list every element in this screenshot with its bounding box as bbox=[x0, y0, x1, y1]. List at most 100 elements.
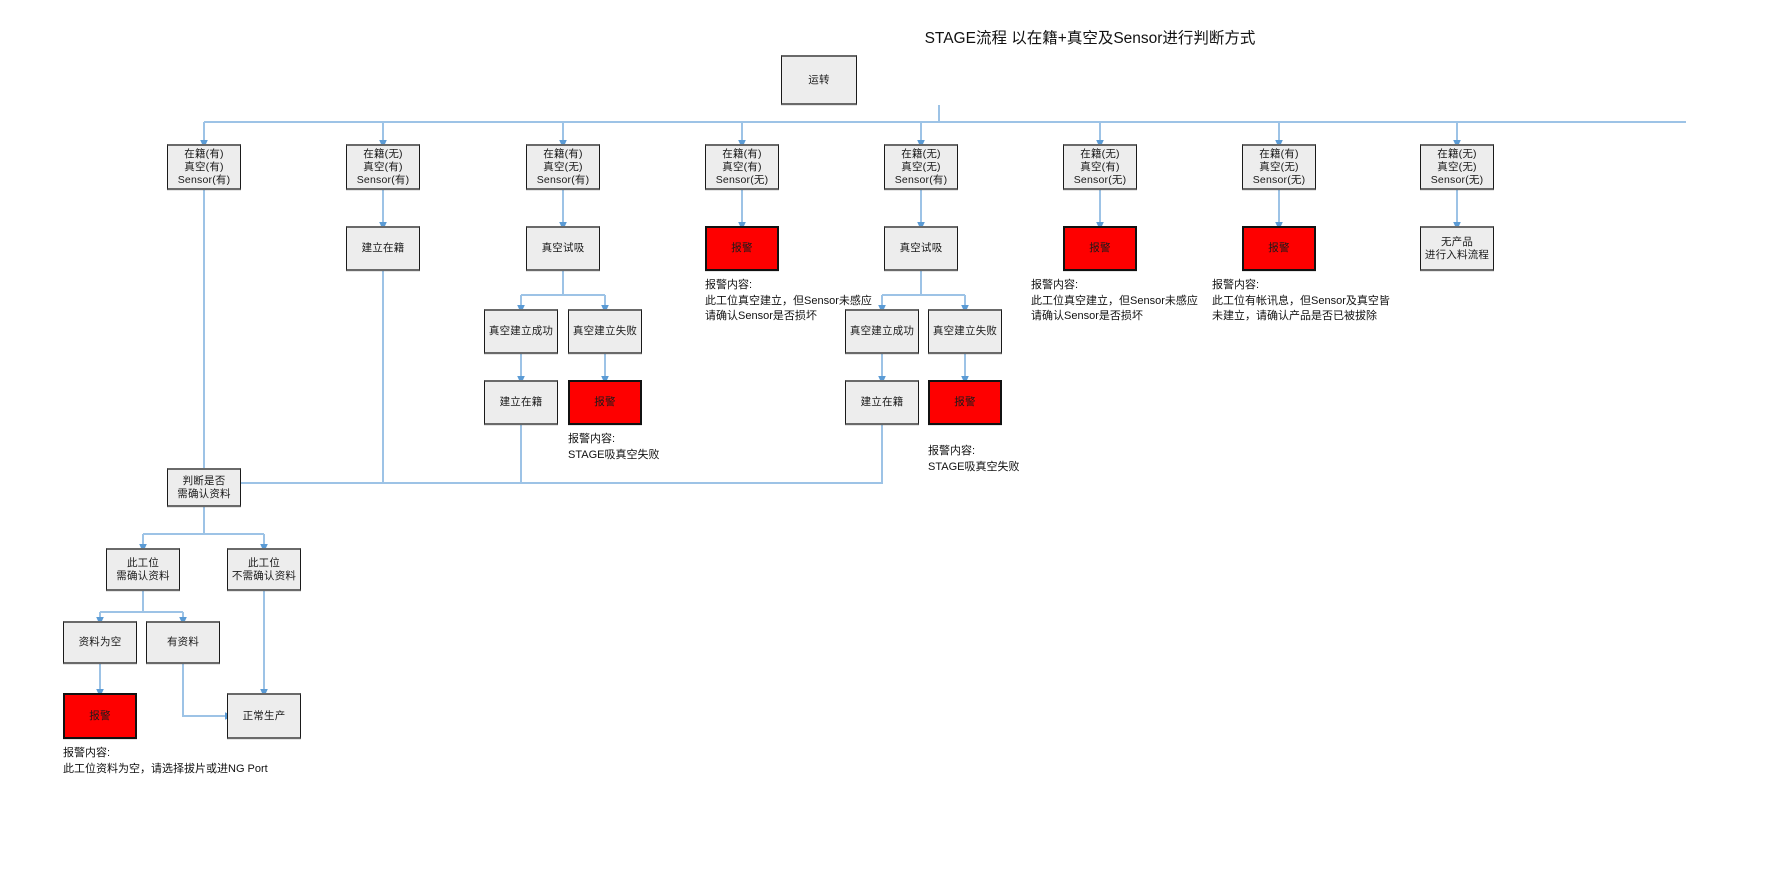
node-vacuum-test-col5[interactable]: 真空试吸 bbox=[884, 226, 958, 271]
node-label-line2: 需确认资料 bbox=[116, 569, 170, 582]
note-line1: 报警内容: bbox=[568, 433, 616, 445]
note-alarm-col5-fail: 报警内容: STAGE吸真空失败 bbox=[928, 444, 1019, 475]
node-vacuum-fail-col5[interactable]: 真空建立失败 bbox=[928, 309, 1002, 354]
node-alarm-col4[interactable]: 报警 bbox=[705, 226, 779, 271]
node-label: 资料为空 bbox=[78, 636, 122, 648]
condition-line-2: 真空(有) bbox=[722, 160, 762, 173]
node-alarm-col3-fail[interactable]: 报警 bbox=[568, 380, 642, 425]
note-line1: 报警内容: bbox=[928, 445, 976, 457]
note-line1: 报警内容: bbox=[705, 279, 753, 291]
node-label: 真空建立失败 bbox=[932, 325, 998, 337]
node-has-data[interactable]: 有资料 bbox=[146, 621, 220, 664]
node-vacuum-success-col5[interactable]: 真空建立成功 bbox=[845, 309, 919, 354]
condition-line-2: 真空(有) bbox=[363, 160, 403, 173]
note-line1: 报警内容: bbox=[1031, 279, 1079, 291]
node-condition-3[interactable]: 在籍(有) 真空(无) Sensor(有) bbox=[526, 144, 600, 190]
node-condition-5[interactable]: 在籍(无) 真空(无) Sensor(有) bbox=[884, 144, 958, 190]
note-alarm-col7: 报警内容: 此工位有帐讯息，但Sensor及真空皆 未建立，请确认产品是否已被拔… bbox=[1212, 278, 1390, 325]
node-data-empty[interactable]: 资料为空 bbox=[63, 621, 137, 664]
note-line2: 此工位有帐讯息，但Sensor及真空皆 bbox=[1212, 294, 1390, 307]
condition-line-3: Sensor(无) bbox=[1430, 173, 1484, 186]
node-label-line1: 此工位 bbox=[126, 556, 160, 569]
node-label: 正常生产 bbox=[242, 709, 286, 722]
node-alarm-col6[interactable]: 报警 bbox=[1063, 226, 1137, 271]
node-label: 运转 bbox=[808, 73, 830, 86]
node-label: 建立在籍 bbox=[499, 396, 543, 408]
node-alarm-col5-fail[interactable]: 报警 bbox=[928, 380, 1002, 425]
node-label-line2: 不需确认资料 bbox=[231, 569, 297, 582]
node-need-confirm-data[interactable]: 此工位 需确认资料 bbox=[106, 548, 180, 591]
node-condition-2[interactable]: 在籍(无) 真空(有) Sensor(有) bbox=[346, 144, 420, 190]
node-label: 报警 bbox=[1089, 242, 1111, 254]
condition-line-1: 在籍(有) bbox=[722, 147, 762, 160]
node-no-product-col8[interactable]: 无产品 进行入料流程 bbox=[1420, 226, 1494, 271]
note-line3: 请确认Sensor是否损坏 bbox=[705, 310, 817, 322]
node-vacuum-fail-col3[interactable]: 真空建立失败 bbox=[568, 309, 642, 354]
node-decision-confirm-data[interactable]: 判断是否 需确认资料 bbox=[167, 468, 241, 507]
diagram-title: STAGE流程 以在籍+真空及Sensor进行判断方式 bbox=[820, 28, 1360, 50]
node-alarm-bottom[interactable]: 报警 bbox=[63, 693, 137, 739]
node-vacuum-success-col3[interactable]: 真空建立成功 bbox=[484, 309, 558, 354]
node-root-operation[interactable]: 运转 bbox=[781, 55, 857, 105]
node-label: 报警 bbox=[594, 396, 616, 408]
note-alarm-bottom: 报警内容: 此工位资料为空，请选择拔片或进NG Port bbox=[63, 746, 268, 777]
condition-line-1: 在籍(无) bbox=[1437, 147, 1477, 160]
node-label: 报警 bbox=[954, 396, 976, 408]
node-no-need-confirm-data[interactable]: 此工位 不需确认资料 bbox=[227, 548, 301, 591]
condition-line-2: 真空(无) bbox=[1259, 160, 1299, 173]
node-establish-registration-col5[interactable]: 建立在籍 bbox=[845, 380, 919, 425]
node-label: 建立在籍 bbox=[361, 242, 405, 254]
condition-line-3: Sensor(有) bbox=[894, 173, 948, 186]
condition-line-3: Sensor(有) bbox=[177, 173, 231, 186]
condition-line-1: 在籍(有) bbox=[543, 147, 583, 160]
condition-line-3: Sensor(有) bbox=[356, 173, 410, 186]
condition-line-3: Sensor(无) bbox=[1252, 173, 1306, 186]
node-label: 报警 bbox=[731, 242, 753, 254]
note-alarm-col6: 报警内容: 此工位真空建立，但Sensor未感应 请确认Sensor是否损坏 bbox=[1031, 278, 1198, 325]
condition-line-2: 真空(有) bbox=[184, 160, 224, 173]
diagram-title-line2: 以在籍+真空及Sensor进行判断方式 bbox=[1011, 30, 1256, 47]
condition-line-1: 在籍(有) bbox=[184, 147, 224, 160]
condition-line-3: Sensor(有) bbox=[536, 173, 590, 186]
note-line2: STAGE吸真空失败 bbox=[928, 460, 1020, 473]
note-line2: STAGE吸真空失败 bbox=[568, 448, 660, 461]
node-alarm-col7[interactable]: 报警 bbox=[1242, 226, 1316, 271]
note-alarm-col4: 报警内容: 此工位真空建立，但Sensor未感应 请确认Sensor是否损坏 bbox=[705, 278, 872, 325]
node-condition-7[interactable]: 在籍(有) 真空(无) Sensor(无) bbox=[1242, 144, 1316, 190]
node-normal-production[interactable]: 正常生产 bbox=[227, 693, 301, 739]
node-establish-registration-col3[interactable]: 建立在籍 bbox=[484, 380, 558, 425]
node-label: 有资料 bbox=[166, 636, 200, 648]
condition-line-3: Sensor(无) bbox=[715, 173, 769, 186]
note-line3: 未建立，请确认产品是否已被拔除 bbox=[1212, 310, 1377, 322]
node-label: 真空试吸 bbox=[899, 242, 943, 254]
note-line2: 此工位真空建立，但Sensor未感应 bbox=[705, 294, 872, 307]
condition-line-2: 真空(有) bbox=[1080, 160, 1120, 173]
node-label-line1: 此工位 bbox=[247, 556, 281, 569]
node-condition-6[interactable]: 在籍(无) 真空(有) Sensor(无) bbox=[1063, 144, 1137, 190]
node-condition-1[interactable]: 在籍(有) 真空(有) Sensor(有) bbox=[167, 144, 241, 190]
note-line1: 报警内容: bbox=[63, 747, 111, 759]
condition-line-3: Sensor(无) bbox=[1073, 173, 1127, 186]
node-label: 真空建立成功 bbox=[488, 325, 554, 337]
node-label: 建立在籍 bbox=[860, 396, 904, 408]
node-vacuum-test-col3[interactable]: 真空试吸 bbox=[526, 226, 600, 271]
condition-line-2: 真空(无) bbox=[1437, 160, 1477, 173]
node-condition-4[interactable]: 在籍(有) 真空(有) Sensor(无) bbox=[705, 144, 779, 190]
condition-line-2: 真空(无) bbox=[543, 160, 583, 173]
node-condition-8[interactable]: 在籍(无) 真空(无) Sensor(无) bbox=[1420, 144, 1494, 190]
node-label: 报警 bbox=[89, 709, 111, 722]
node-label: 真空建立成功 bbox=[849, 325, 915, 337]
condition-line-2: 真空(无) bbox=[901, 160, 941, 173]
node-label: 真空试吸 bbox=[541, 242, 585, 254]
note-line3: 请确认Sensor是否损坏 bbox=[1031, 310, 1143, 322]
diagram-title-line1: STAGE流程 bbox=[924, 30, 1007, 47]
note-line1: 报警内容: bbox=[1212, 279, 1260, 291]
note-line2: 此工位真空建立，但Sensor未感应 bbox=[1031, 294, 1198, 307]
node-establish-registration-col2[interactable]: 建立在籍 bbox=[346, 226, 420, 271]
condition-line-1: 在籍(无) bbox=[363, 147, 403, 160]
condition-line-1: 在籍(无) bbox=[901, 147, 941, 160]
condition-line-1: 在籍(有) bbox=[1259, 147, 1299, 160]
node-label-line2: 进行入料流程 bbox=[1424, 248, 1490, 261]
